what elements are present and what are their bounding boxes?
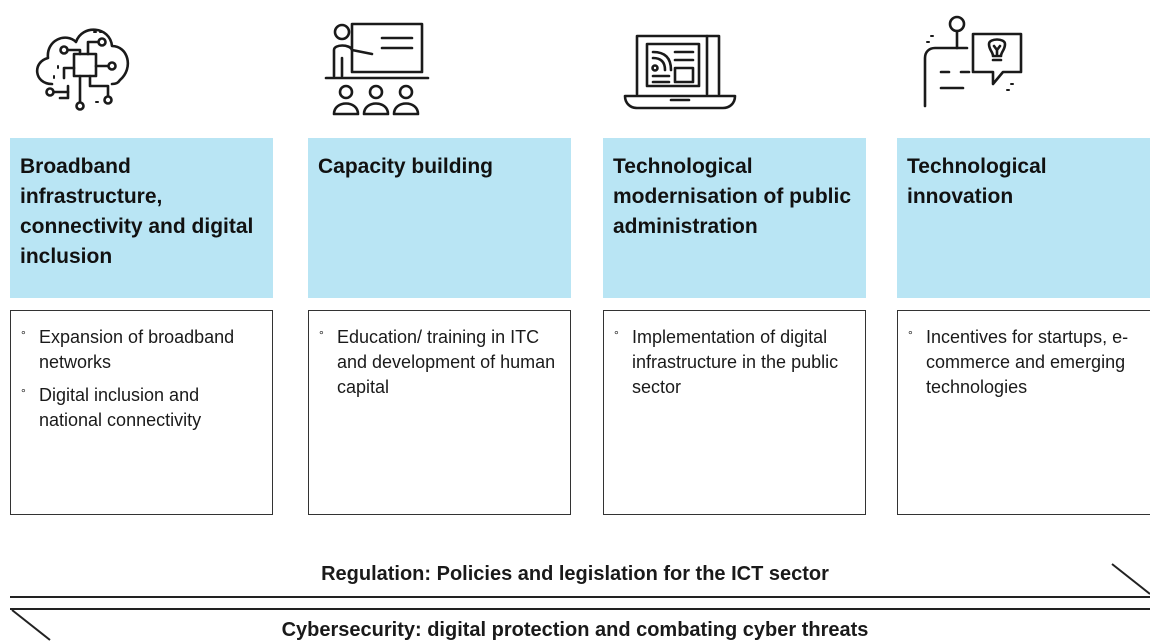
presentation-audience-icon [322,6,432,124]
pillar-title: Technological innovation [907,155,1047,208]
laptop-news-icon [619,6,749,124]
pillar-header: Broadband infrastructure, connectivity a… [10,138,273,298]
pillar-details: ° Education/ training in ITC and develop… [308,310,571,515]
bullet-icon: ° [614,328,619,342]
bullet-icon: ° [21,386,26,400]
regulation-text: Regulation: Policies and legislation for… [321,563,829,585]
cloud-network-icon [24,6,144,124]
pillar-header: Technological innovation [897,138,1150,298]
list-item: ° Education/ training in ITC and develop… [319,325,560,400]
pillar-details: ° Incentives for startups, e-commerce an… [897,310,1150,515]
pillar-header: Technological modernisation of public ad… [603,138,866,298]
pillar-header: Capacity building [308,138,571,298]
pillar-title: Broadband infrastructure, connectivity a… [20,155,254,268]
arrow-tip-left [11,609,51,641]
bullet-icon: ° [908,328,913,342]
list-item: ° Implementation of digital infrastructu… [614,325,855,400]
cybersecurity-text: Cybersecurity: digital protection and co… [281,619,869,641]
divider [10,596,1150,598]
arrow-tip-right [1111,563,1150,595]
bullet-icon: ° [319,328,324,342]
list-item: ° Expansion of broadband networks [21,325,262,375]
pillar-title: Capacity building [318,155,494,178]
divider [10,608,1150,610]
list-item: ° Digital inclusion and national connect… [21,383,262,433]
pillar-details: ° Expansion of broadband networks ° Digi… [10,310,273,515]
robot-idea-icon [911,6,1031,124]
bullet-icon: ° [21,328,26,342]
pillar-title: Technological modernisation of public ad… [613,155,852,238]
list-item: ° Incentives for startups, e-commerce an… [908,325,1150,400]
pillar-details: ° Implementation of digital infrastructu… [603,310,866,515]
